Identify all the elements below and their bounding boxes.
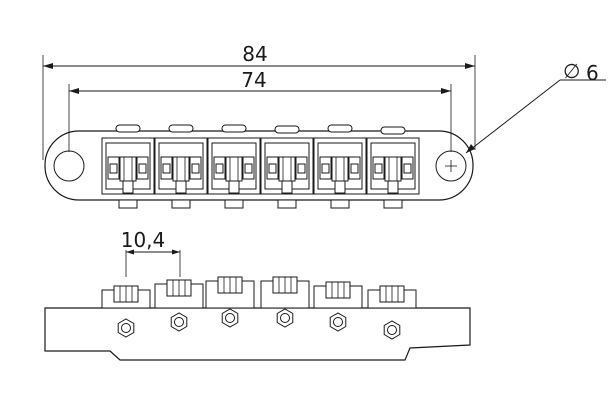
- hex-nut-hole: [387, 325, 397, 335]
- saddle-notch-right: [191, 163, 200, 174]
- dimension-10-4: 10,4: [121, 228, 181, 277]
- hex-nut-hole: [280, 313, 290, 323]
- hex-nut-hole: [333, 317, 343, 327]
- saddle-notch-right: [297, 163, 306, 174]
- saddle-notch-left: [162, 163, 171, 174]
- saddle-screw: [334, 180, 346, 194]
- diameter-value: 6: [586, 61, 599, 85]
- saddle-screw-head: [171, 199, 191, 209]
- saddle-tab: [221, 124, 247, 133]
- arrow-10-4-left: [126, 249, 134, 255]
- saddle-top-5: [313, 124, 367, 209]
- dimension-74: 74: [68, 68, 452, 152]
- arrow-74-left: [69, 88, 79, 94]
- diameter-arrow: [466, 144, 475, 153]
- saddle-notch-left: [215, 163, 224, 174]
- saddle-tab: [168, 124, 194, 133]
- arrow-74-right: [441, 88, 451, 94]
- saddle-side-4: [260, 276, 310, 328]
- saddle-tab: [115, 124, 141, 133]
- post-hole-left: [53, 150, 85, 182]
- dimension-74-label: 74: [241, 68, 266, 92]
- dimension-10-4-label: 10,4: [121, 228, 166, 252]
- saddle-side-2: [154, 279, 204, 332]
- saddle-top-3: [207, 124, 261, 209]
- saddle-screw: [175, 180, 187, 194]
- saddle-screw: [281, 180, 293, 194]
- saddle-screw-head: [330, 199, 350, 209]
- saddle-center: [119, 156, 137, 182]
- saddle-notch-left: [109, 163, 118, 174]
- saddle-center: [384, 156, 402, 182]
- hex-nut-hole: [225, 313, 235, 323]
- saddle-screw-head: [383, 199, 403, 209]
- hex-nut-hole: [121, 323, 131, 333]
- dimension-84: 84: [42, 42, 476, 160]
- saddle-top-2: [154, 124, 208, 209]
- saddle-side-6: [367, 285, 417, 340]
- saddle-side-5: [313, 281, 363, 332]
- top-saddles: [101, 124, 420, 209]
- saddle-screw-head: [224, 199, 244, 209]
- dimension-84-label: 84: [242, 42, 267, 66]
- saddle-screw-head: [118, 199, 138, 209]
- saddle-top-6: [366, 126, 420, 209]
- saddle-tab: [274, 125, 300, 134]
- saddle-center: [331, 156, 349, 182]
- saddle-notch-left: [321, 163, 330, 174]
- saddle-screw: [228, 180, 240, 194]
- saddle-center: [172, 156, 190, 182]
- bridge-body-side: [44, 307, 471, 361]
- saddle-center: [225, 156, 243, 182]
- saddle-screw: [122, 180, 134, 194]
- saddle-notch-left: [268, 163, 277, 174]
- saddle-center: [278, 156, 296, 182]
- saddle-notch-right: [138, 163, 147, 174]
- saddle-top-4: [260, 125, 314, 209]
- saddle-screw: [387, 180, 399, 194]
- arrow-84-right: [465, 63, 475, 69]
- diameter-callout: ∅ 6: [465, 59, 606, 154]
- arrow-84-left: [43, 63, 53, 69]
- saddle-notch-right: [350, 163, 359, 174]
- saddle-side-3: [205, 276, 255, 328]
- arrow-10-4-right: [172, 249, 180, 255]
- side-view: [44, 276, 471, 361]
- hex-nut-hole: [174, 317, 184, 327]
- saddle-notch-right: [244, 163, 253, 174]
- saddle-screw-head: [277, 199, 297, 209]
- saddle-tab: [327, 124, 353, 133]
- diameter-symbol: ∅: [563, 59, 580, 83]
- saddle-notch-left: [374, 163, 383, 174]
- side-saddles: [101, 276, 417, 340]
- saddle-tab: [380, 126, 406, 135]
- saddle-side-1: [101, 285, 151, 338]
- saddle-top-1: [101, 124, 155, 209]
- top-view: [44, 124, 474, 209]
- saddle-notch-right: [403, 163, 412, 174]
- diameter-leader-line: [465, 79, 561, 154]
